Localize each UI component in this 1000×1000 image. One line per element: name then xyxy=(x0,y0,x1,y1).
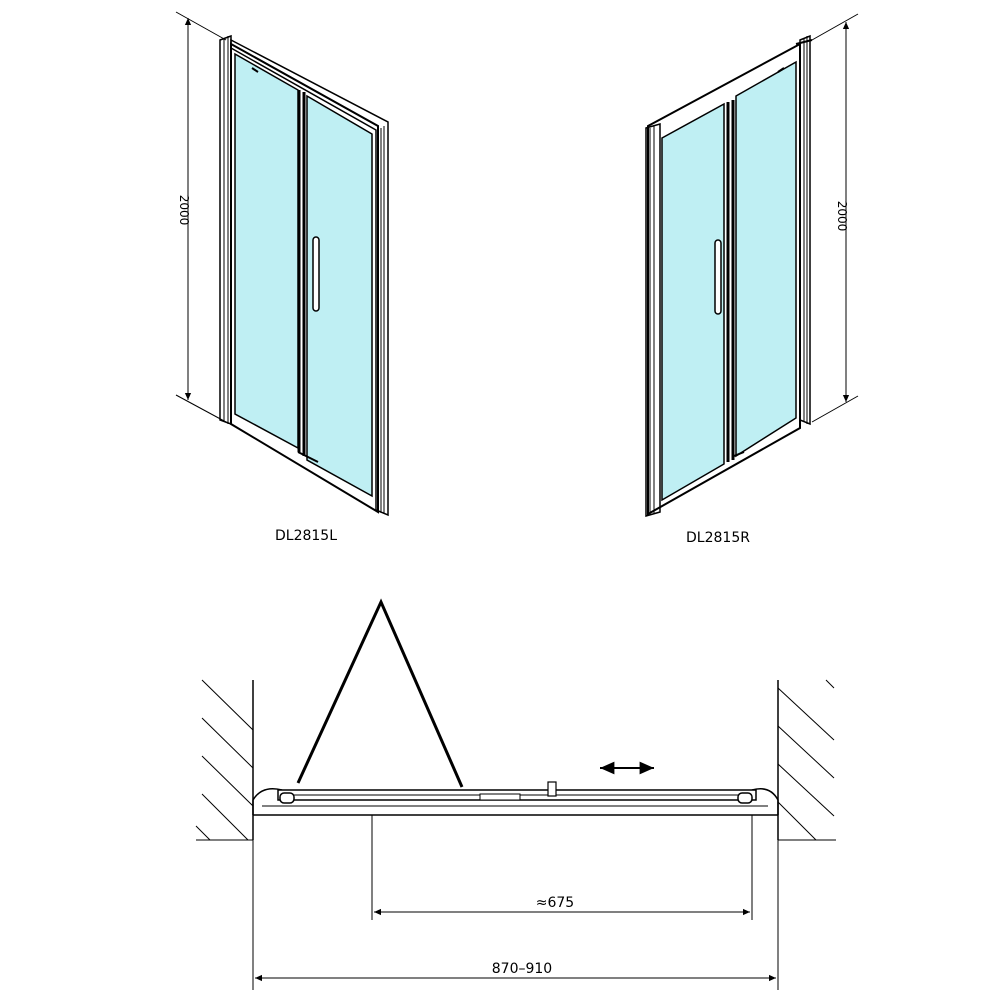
left-door-center-profile xyxy=(297,90,306,456)
opening-width-dimension: ≈675 xyxy=(371,815,753,920)
left-door-handle xyxy=(312,236,320,312)
left-door-wall-profile xyxy=(219,34,232,426)
left-door-height-value: 2000 xyxy=(177,195,191,226)
left-door-height-dimension: 2000 xyxy=(175,11,227,423)
left-wall-hatch xyxy=(195,679,254,841)
plan-view: ≈675 870–910 xyxy=(195,598,836,990)
right-door-center-profile xyxy=(726,100,735,462)
right-door-handle xyxy=(714,239,722,315)
left-door-frame xyxy=(230,38,389,517)
left-door-view: 2000 DL2815L xyxy=(175,11,389,544)
left-door-glass-panel-right xyxy=(306,94,373,498)
right-door-glass-panel-right xyxy=(735,60,797,458)
left-door-label: DL2815L xyxy=(275,528,337,544)
right-door-frame xyxy=(645,42,801,517)
total-width-value: 870–910 xyxy=(492,961,552,977)
right-wall-profile-curve xyxy=(751,788,779,815)
right-door-glass-panel-left xyxy=(661,102,725,502)
plan-folding-door-swing xyxy=(296,598,464,788)
total-width-dimension: 870–910 xyxy=(252,840,779,990)
right-door-view: 2000 DL2815R xyxy=(645,13,859,546)
right-wall-hatch xyxy=(777,679,836,841)
right-door-height-dimension: 2000 xyxy=(811,13,859,423)
right-door-label: DL2815R xyxy=(686,530,750,546)
right-door-height-value: 2000 xyxy=(835,201,849,232)
left-door-glass-panel-left xyxy=(234,52,299,450)
left-wall-profile-curve xyxy=(252,788,283,815)
opening-width-value: ≈675 xyxy=(536,895,574,911)
plan-door-track xyxy=(253,781,778,816)
right-door-wall-profile xyxy=(795,34,813,426)
